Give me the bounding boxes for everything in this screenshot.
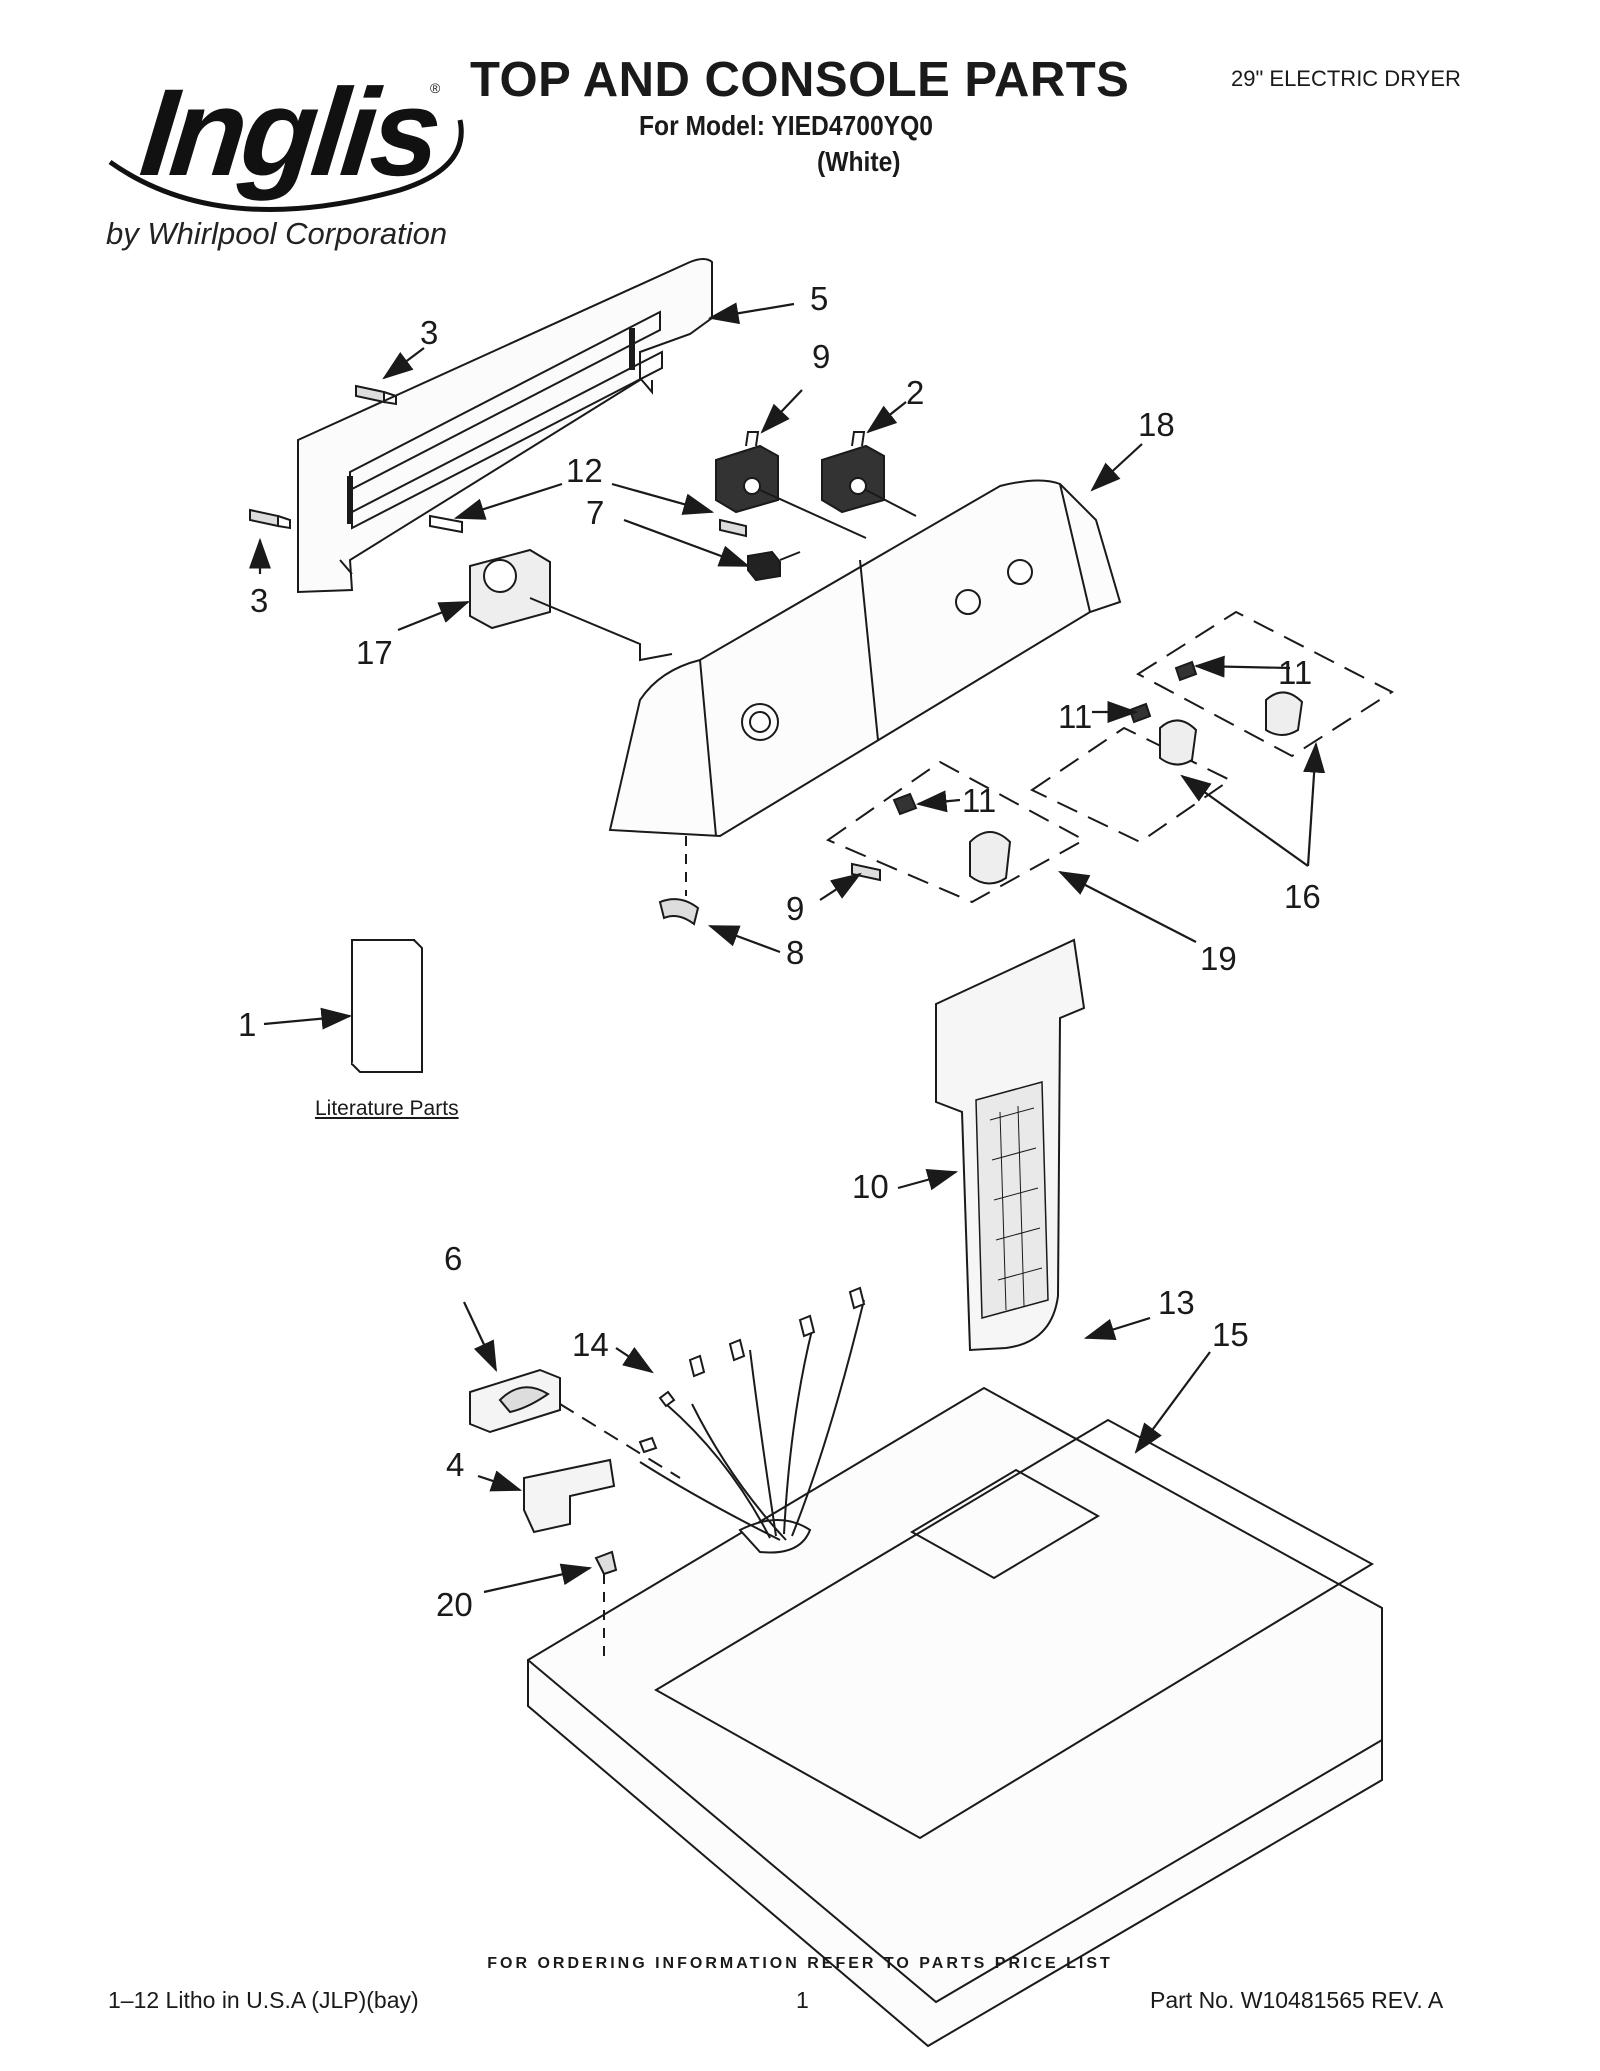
switch-part [715,431,917,539]
callout-17: 17 [356,634,393,671]
callout-11: 11 [1058,698,1092,735]
knob-part [892,660,1304,885]
callout-6: 6 [444,1240,462,1277]
callout-14: 14 [572,1326,609,1363]
callout-11: 11 [962,782,996,819]
leader-arrows [249,302,1326,1594]
knob-kit-outline [825,610,1395,904]
callout-5: 5 [810,280,828,317]
callout-20: 20 [436,1586,473,1623]
callout-18: 18 [1138,406,1175,443]
brand-logo: Inglis ® by Whirlpool Corporation [100,50,480,251]
callout-3: 3 [420,314,438,351]
literature-parts-label: Literature Parts [315,1097,459,1120]
part-number: Part No. W10481565 REV. A [1150,1987,1444,2013]
model-color: (White) [817,146,901,177]
page-title: TOP AND CONSOLE PARTS [470,53,1130,107]
callout-9: 9 [812,338,830,375]
rear-panel-part [297,258,713,594]
lint-screen-part [935,938,1086,1352]
registered-mark: ® [430,80,441,96]
page-number: 1 [796,1987,809,2013]
appliance-type: 29" ELECTRIC DRYER [1231,66,1461,91]
wire-harness-part [638,1286,866,1541]
model-number: For Model: YIED4700YQ0 [639,110,933,141]
callout-9: 9 [786,890,804,927]
timer-part [429,514,673,662]
console-part [608,479,1122,838]
callout-16: 16 [1284,878,1321,915]
callout-1: 1 [238,1006,256,1043]
callout-7: 7 [586,494,604,531]
callout-3: 3 [250,582,268,619]
callout-13: 13 [1158,1284,1195,1321]
ordering-note: FOR ORDERING INFORMATION REFER TO PARTS … [487,1955,1113,1972]
bracket-part [469,1368,681,1660]
callout-4: 4 [446,1446,464,1483]
callout-11: 11 [1278,654,1312,691]
callout-2: 2 [906,374,924,411]
callout-10: 10 [852,1168,889,1205]
litho-info: 1–12 Litho in U.S.A (JLP)(bay) [108,1987,419,2013]
logo-swoosh-icon [108,119,464,213]
dryer-top-part [527,1386,1383,2048]
brand-subtitle: by Whirlpool Corporation [106,216,448,251]
callout-8: 8 [786,934,804,971]
callout-15: 15 [1212,1316,1249,1353]
callout-19: 19 [1200,940,1237,977]
switch-small-part [719,518,801,582]
callout-12: 12 [566,452,603,489]
clip-part [658,836,881,926]
screw-part [249,384,397,530]
